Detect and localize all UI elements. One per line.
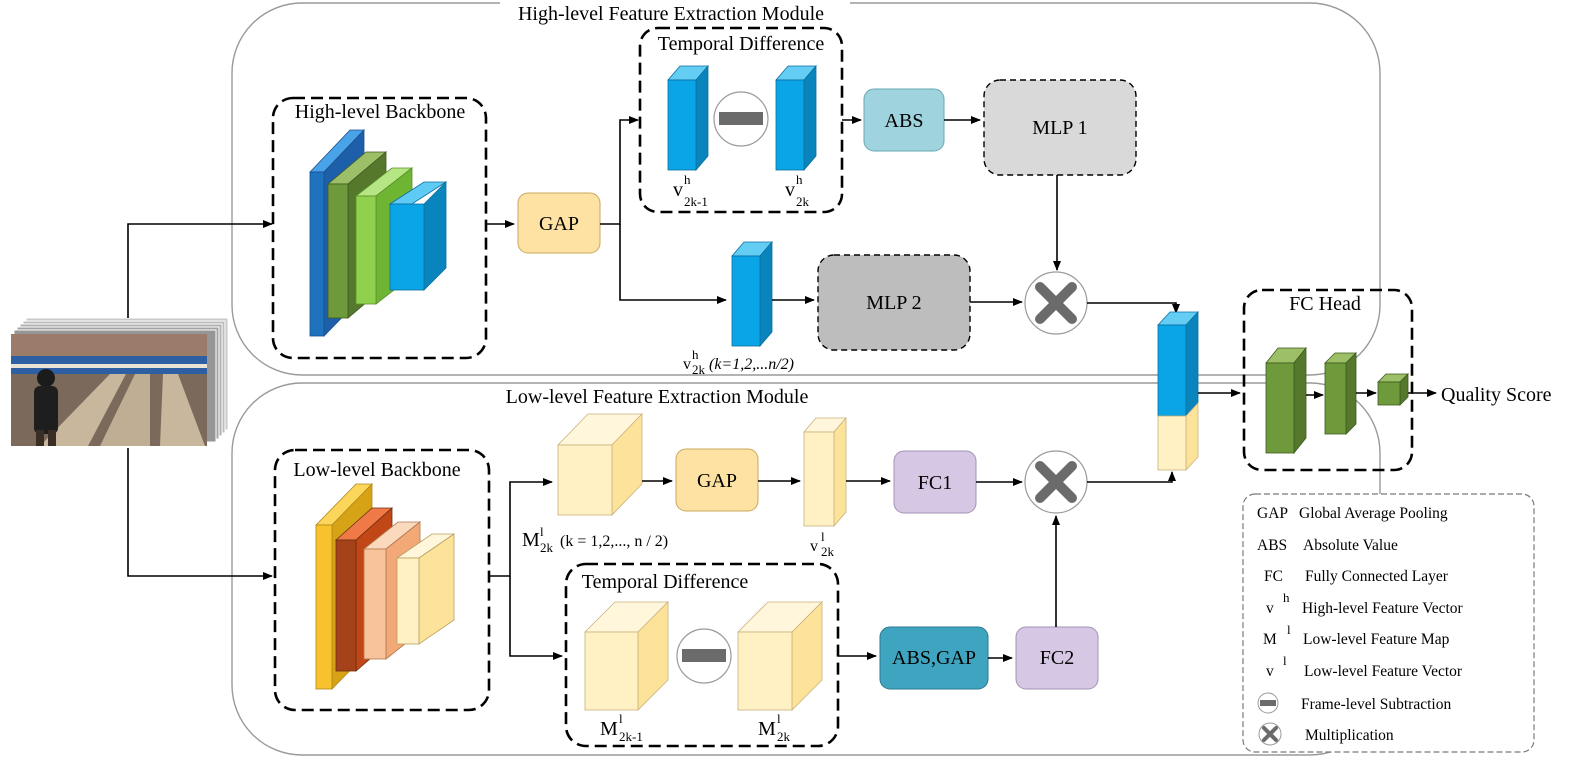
legend-key-fc: FC xyxy=(1264,568,1283,585)
v-l-sub: 2k xyxy=(821,544,835,559)
fc2-box: FC2 xyxy=(1015,626,1099,690)
legend-desc-abs: Absolute Value xyxy=(1303,537,1398,554)
high-backbone-label: High-level Backbone xyxy=(295,101,466,123)
legend-key-gap: GAP xyxy=(1257,505,1288,522)
legend-desc-vh: High-level Feature Vector xyxy=(1302,600,1464,617)
v-l-sup: l xyxy=(821,529,825,544)
legend-key-vl: v xyxy=(1266,663,1274,680)
quality-score-label: Quality Score xyxy=(1441,384,1552,406)
abs-gap-label: ABS,GAP xyxy=(892,647,976,669)
high-module-title: High-level Feature Extraction Module xyxy=(518,3,824,25)
abs-box: ABS xyxy=(863,88,945,152)
input-arrows xyxy=(127,220,273,580)
m-l-prev-base: M xyxy=(600,718,618,740)
m-l-sup: l xyxy=(540,524,544,539)
high-gap-box: GAP xyxy=(517,192,601,254)
v-h-k-sup: h xyxy=(692,347,699,362)
legend-desc-fc: Fully Connected Layer xyxy=(1305,568,1449,585)
mlp2-label: MLP 2 xyxy=(866,292,921,314)
m-l-cur-base: M xyxy=(758,718,776,740)
high-temporal-diff-label: Temporal Difference xyxy=(658,33,825,55)
low-level-backbone: Low-level Backbone xyxy=(273,448,491,712)
v-h-2k-cube: v h 2k (k=1,2,...n/2) xyxy=(683,240,794,377)
m-l-range: (k = 1,2,..., n / 2) xyxy=(560,533,668,550)
m-l-sub: 2k xyxy=(540,540,554,555)
low-gap-label: GAP xyxy=(697,470,737,492)
legend-key-ml: M xyxy=(1263,631,1277,648)
v-h-k-range: (k=1,2,...n/2) xyxy=(709,356,794,373)
v-h-cur-sup: h xyxy=(796,172,803,187)
high-gap-label: GAP xyxy=(539,213,579,235)
input-video-frames xyxy=(11,317,229,446)
low-temporal-diff-label: Temporal Difference xyxy=(582,571,749,593)
low-module-title: Low-level Feature Extraction Module xyxy=(506,386,809,408)
mlp1-label: MLP 1 xyxy=(1032,117,1087,139)
v-h-prev-sub: 2k-1 xyxy=(684,194,708,209)
low-backbone-label: Low-level Backbone xyxy=(293,459,460,481)
low-gap-box: GAP xyxy=(675,448,759,512)
legend-sup-vh: h xyxy=(1283,590,1290,605)
v-l-base: v xyxy=(810,538,818,555)
multiply-circle-icon-legend xyxy=(1258,722,1282,746)
m-l-prev-sup: l xyxy=(619,711,623,726)
concat-feature-vector xyxy=(1157,310,1199,472)
v-h-cur-base: v xyxy=(785,179,795,201)
mlp2-box: MLP 2 xyxy=(817,254,971,351)
high-level-backbone: High-level Backbone xyxy=(271,96,488,360)
m-l-base: M xyxy=(522,529,540,551)
legend-desc-gap: Global Average Pooling xyxy=(1299,505,1448,522)
v-l-2k-cube: v l 2k xyxy=(803,416,847,559)
legend: GAP Global Average Pooling ABS Absolute … xyxy=(1242,493,1535,753)
legend-sup-vl: l xyxy=(1283,653,1287,668)
fc2-label: FC2 xyxy=(1040,647,1074,669)
mlp1-box: MLP 1 xyxy=(983,79,1137,176)
fc-head-label: FC Head xyxy=(1289,293,1361,315)
fc1-label: FC1 xyxy=(918,472,952,494)
legend-desc-vl: Low-level Feature Vector xyxy=(1304,663,1463,680)
m-l-prev-sub: 2k-1 xyxy=(619,729,643,744)
v-h-k-base: v xyxy=(683,356,691,373)
legend-desc-multiplication: Multiplication xyxy=(1305,727,1394,744)
multiply-circle-icon-low xyxy=(1024,450,1088,514)
high-temporal-difference: Temporal Difference v h 2k-1 v h 2k xyxy=(638,26,844,214)
v-h-prev-sup: h xyxy=(684,172,691,187)
low-level-module: Low-level Feature Extraction Module xyxy=(231,382,1381,756)
legend-desc-ml: Low-level Feature Map xyxy=(1303,631,1450,648)
legend-key-abs: ABS xyxy=(1257,537,1287,554)
fc-head: FC Head xyxy=(1242,288,1414,472)
v-h-k-sub: 2k xyxy=(692,362,706,377)
multiply-circle-icon xyxy=(1024,271,1088,335)
legend-sup-ml: l xyxy=(1287,622,1291,637)
abs-gap-box: ABS,GAP xyxy=(879,626,989,690)
bowling-alley-image xyxy=(11,334,207,446)
v-h-cur-sub: 2k xyxy=(796,194,810,209)
m-l-cur-sub: 2k xyxy=(777,729,791,744)
minus-circle-icon-legend xyxy=(1257,692,1279,714)
legend-key-vh: v xyxy=(1266,600,1274,617)
m-l-2k-cube: M l 2k (k = 1,2,..., n / 2) xyxy=(522,413,668,555)
low-temporal-difference: Temporal Difference M l 2k-1 M l 2k xyxy=(564,562,840,748)
m-l-cur-sup: l xyxy=(777,711,781,726)
v-h-prev-base: v xyxy=(673,179,683,201)
legend-desc-subtraction: Frame-level Subtraction xyxy=(1301,696,1451,713)
high-level-module: High-level Feature Extraction Module xyxy=(231,0,1381,376)
abs-label: ABS xyxy=(885,110,924,132)
fc1-box: FC1 xyxy=(893,450,977,514)
